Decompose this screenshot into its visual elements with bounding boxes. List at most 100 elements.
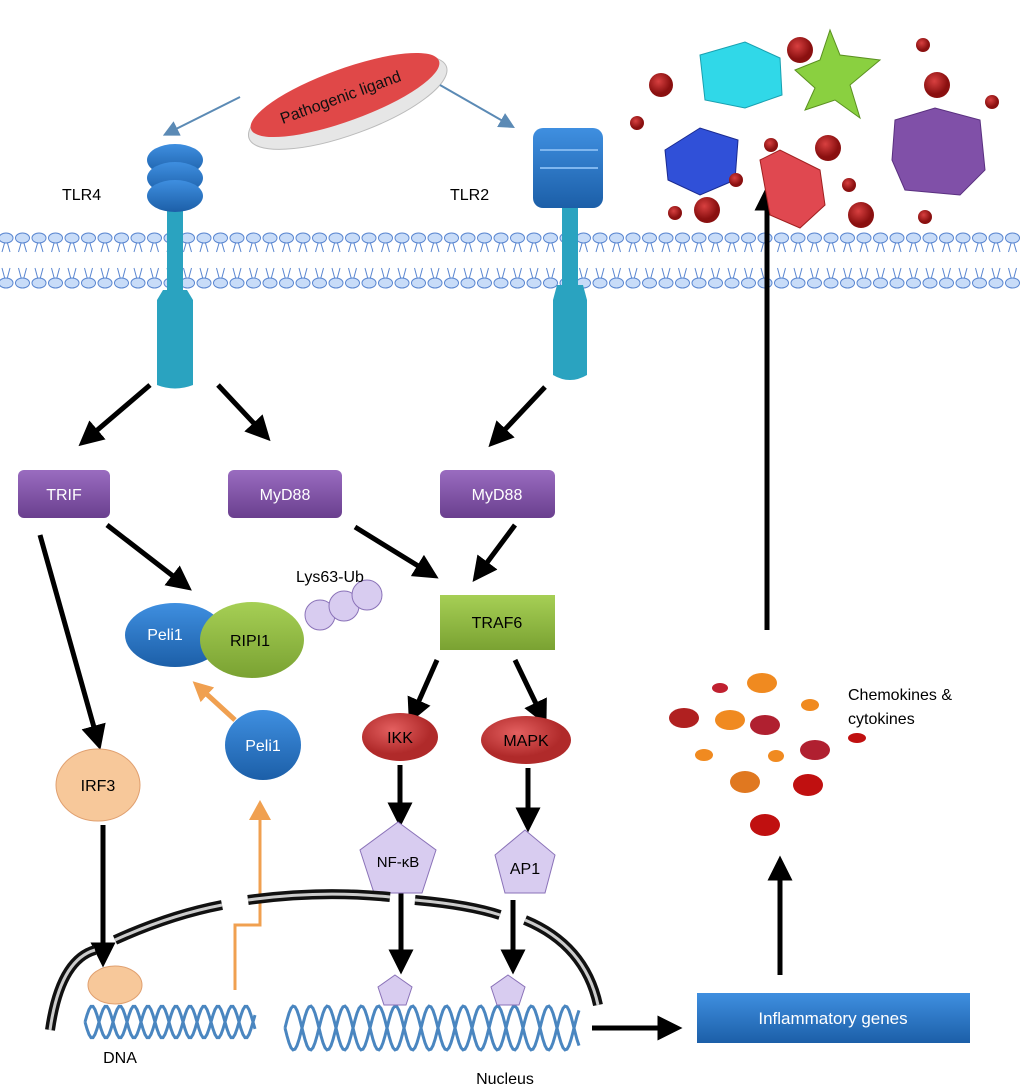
lipid-head (510, 277, 525, 289)
lipid-head (213, 277, 228, 289)
lipid-head (114, 277, 129, 289)
cell-membrane (0, 232, 1020, 289)
lipid-head (807, 277, 822, 289)
mapk-label: MAPK (503, 733, 549, 750)
lipid-head (427, 277, 443, 289)
mapk-node (481, 716, 571, 764)
nfkb-pentagon (359, 821, 437, 894)
dna-to-peli1-arrow (233, 818, 262, 990)
lipid-head (906, 277, 921, 289)
lipid-head (708, 277, 723, 289)
lipid-head (0, 277, 14, 289)
lipid-head (444, 232, 459, 244)
traf6-label: TRAF6 (472, 615, 523, 632)
lipid-head (576, 232, 591, 244)
lipid-head (345, 277, 360, 289)
lipid-head (708, 232, 723, 244)
lipid-head (675, 232, 690, 244)
lipid-head (873, 277, 888, 289)
lipid-head (130, 232, 146, 244)
lipid-head (988, 277, 1004, 289)
lipid-head (229, 232, 245, 244)
lipid-head (1005, 232, 1020, 244)
lipid-head (675, 277, 690, 289)
ripi1-label: RIPI1 (230, 633, 270, 650)
peli1-free-node (225, 710, 301, 780)
myd88-to-traf6-arrow (353, 524, 439, 579)
lipid-head (345, 232, 360, 244)
lipid-head (81, 277, 96, 289)
lipid-head (609, 277, 624, 289)
lipid-head (856, 232, 872, 244)
lipid-head (609, 232, 624, 244)
peli1-complex-label: Peli1 (147, 627, 183, 644)
dna-helix (83, 1004, 581, 1052)
lipid-head (411, 232, 426, 244)
lipid-head (378, 232, 393, 244)
lipid-head (262, 232, 278, 244)
lipid-head (15, 232, 30, 244)
tlr2-to-myd88-arrow (488, 385, 547, 448)
lipid-head (741, 232, 756, 244)
lipid-head (642, 232, 657, 244)
lipid-head (477, 277, 492, 289)
tlr2-receptor (533, 128, 603, 380)
pathogenic-ligand: Pathogenic ligand (247, 52, 448, 150)
lipid-head (114, 232, 129, 244)
ap1-bound (490, 974, 526, 1006)
nfkb-label: NF-κB (377, 854, 420, 871)
dna-strand (83, 1004, 257, 1040)
lipid-head (312, 232, 327, 244)
lipid-head (790, 232, 806, 244)
lipid-head (526, 277, 542, 289)
lipid-head (955, 277, 971, 289)
lipid-head (741, 277, 756, 289)
lipid-head (48, 232, 63, 244)
orange-arrowhead (249, 800, 271, 820)
dna-label: DNA (103, 1050, 137, 1067)
lipid-head (807, 232, 822, 244)
irf3-label: IRF3 (81, 778, 116, 795)
lipid-head (774, 277, 789, 289)
lipid-head (361, 277, 377, 289)
lipid-head (691, 277, 707, 289)
lipid-head (97, 232, 113, 244)
trif-box: TRIF (18, 470, 110, 518)
ubiquitin-chain (304, 579, 383, 631)
lipid-head (856, 277, 872, 289)
lipid-head (889, 277, 905, 289)
lipid-head (774, 232, 789, 244)
lipid-head (460, 277, 476, 289)
lipid-head (939, 277, 954, 289)
lys63-ub-label: Lys63-Ub (296, 569, 364, 586)
lipid-head (130, 277, 146, 289)
lipid-head (196, 232, 212, 244)
lipid-head (1005, 277, 1020, 289)
lipid-head (625, 277, 641, 289)
lipid-head (411, 277, 426, 289)
traf6-to-mapk-arrow (512, 658, 547, 726)
lipid-head (823, 232, 839, 244)
lipid-head (922, 232, 938, 244)
lipid-head (246, 232, 261, 244)
lipid-head (213, 232, 228, 244)
dna-strand (283, 1004, 581, 1052)
lipid-head (246, 277, 261, 289)
lipid-head (642, 277, 657, 289)
myd88-left-box: MyD88 (228, 470, 342, 518)
peli1-free-label: Peli1 (245, 738, 281, 755)
lipid-head (625, 232, 641, 244)
lipid-head (493, 277, 509, 289)
lipid-head (906, 232, 921, 244)
chemokines-cytokines-dots (669, 673, 866, 836)
inflammatory-genes-box (697, 993, 970, 1043)
dna-strand (283, 1004, 581, 1052)
lipid-head (840, 277, 855, 289)
lipid-head (394, 277, 410, 289)
lipid-head (444, 277, 459, 289)
lipid-head (378, 277, 393, 289)
lipid-head (955, 232, 971, 244)
tlr4-to-myd88-arrow (216, 383, 271, 442)
